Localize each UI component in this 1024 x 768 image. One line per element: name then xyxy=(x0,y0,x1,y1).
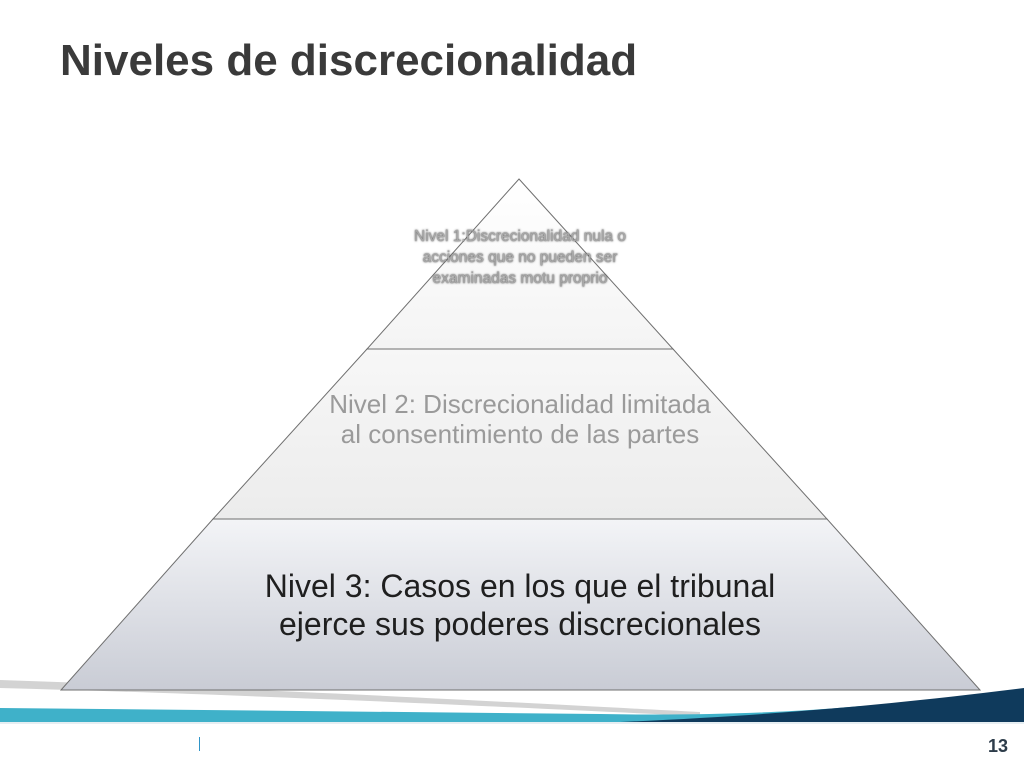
pyramid-level-1-label: Nivel 1:Discrecionalidad nula o acciones… xyxy=(414,228,626,287)
pyramid-level-3-shape xyxy=(59,518,982,691)
footer-divider xyxy=(199,737,200,751)
pyramid-level-3-label: Nivel 3: Casos en los que el tribunal ej… xyxy=(264,568,776,642)
pyramid-level-2-label: Nivel 2: Discrecionalidad limitada al co… xyxy=(329,389,711,449)
slide-title: Niveles de discrecionalidad xyxy=(60,36,638,85)
page-number: 13 xyxy=(987,736,1008,756)
